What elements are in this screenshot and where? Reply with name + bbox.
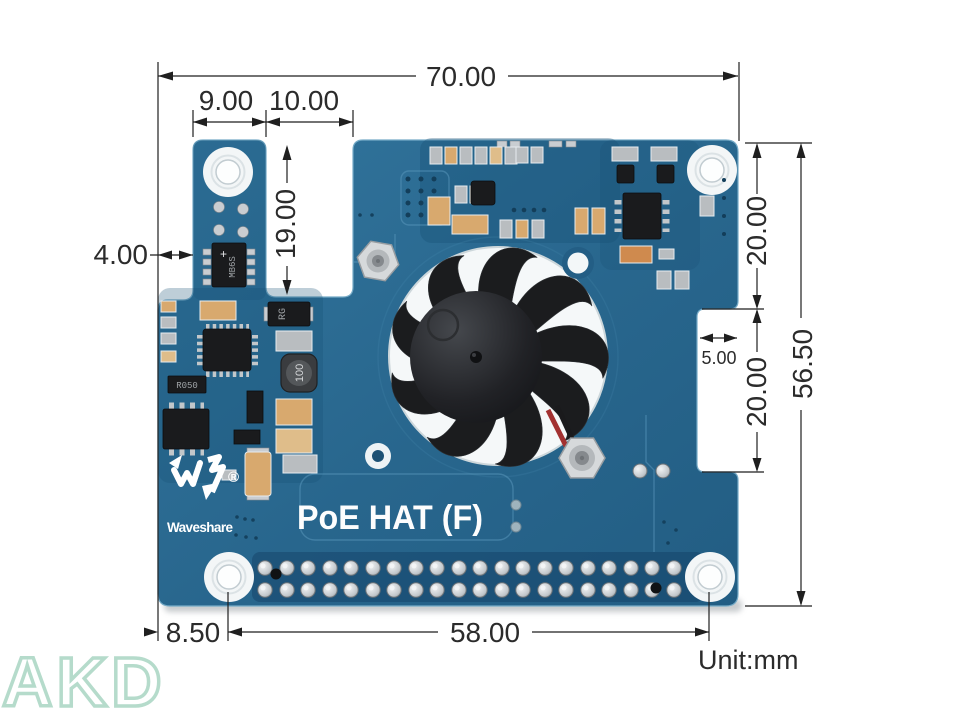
dim-upper-right-label: 20.00 <box>741 196 772 266</box>
dim-right-lower-height: 20.00 <box>741 309 772 472</box>
power-input-tab-components: + MB6S <box>202 201 256 288</box>
mounting-hole-top-right <box>686 144 738 196</box>
dim-right-notch-depth: 5.00 <box>700 333 737 368</box>
dim-left-tab-width: 9.00 <box>193 85 266 127</box>
component-cluster-top-middle <box>405 140 577 239</box>
dim-total-width-label: 70.00 <box>426 61 496 92</box>
dim-left-edge-offset: 4.00 <box>94 239 193 270</box>
waveshare-logo: ® Waveshare <box>167 454 239 535</box>
dim-lower-right-label: 20.00 <box>741 357 772 427</box>
mounting-hole-bottom-right <box>684 551 736 603</box>
test-point <box>510 521 522 533</box>
watermark: AKD <box>2 643 166 710</box>
bridge-plus-mark: + <box>220 247 227 261</box>
shunt-resistor: R050 <box>167 375 207 394</box>
dim-notch-width-label: 10.00 <box>269 85 339 116</box>
electrolytic-cap <box>244 447 272 501</box>
small-hole-upper <box>562 247 594 279</box>
fan-solder-joint <box>632 463 648 479</box>
waveshare-wordmark: Waveshare <box>167 520 233 535</box>
fan-wire-red <box>545 408 569 448</box>
soic-chip-right <box>614 192 670 240</box>
cooling-fan <box>380 234 623 480</box>
poe-pin-hole <box>270 568 282 580</box>
registered-mark: ® <box>228 469 239 486</box>
inductor-label: 100 <box>294 364 306 382</box>
product-name-silkscreen: PoE HAT (F) <box>297 499 483 537</box>
bridge-rectifier: + MB6S <box>202 242 256 288</box>
dim-notch-depth-label: 19.00 <box>270 189 301 259</box>
mounting-hole-top-left <box>202 146 254 198</box>
dim-right-notch-label: 5.00 <box>701 348 736 368</box>
mounting-hole-bottom-left <box>203 551 255 603</box>
waveshare-logo-mark <box>169 454 226 500</box>
dim-total-width: 70.00 <box>158 61 738 92</box>
power-regulator-cluster: RG 100 R050 <box>160 300 318 501</box>
dim-total-height-label: 56.50 <box>787 329 818 399</box>
dim-top-notch-width: 10.00 <box>266 85 353 127</box>
dim-hole-spacing-label: 58.00 <box>450 617 520 648</box>
dim-bottom-hole-spacing: 58.00 <box>228 617 709 648</box>
dim-total-height: 56.50 <box>787 143 818 606</box>
component-cluster-top-right <box>574 146 726 290</box>
dim-top-notch-depth: 19.00 <box>270 145 301 295</box>
dim-tab-width-label: 9.00 <box>199 85 254 116</box>
poe-pin-hole <box>650 582 662 594</box>
extension-lines <box>157 62 812 641</box>
qfn-chip <box>470 180 496 206</box>
dim-right-upper-height: 20.00 <box>741 143 772 309</box>
bridge-label: MB6S <box>228 256 238 278</box>
dim-tab-offset-label: 4.00 <box>94 239 149 270</box>
fan-wire-black <box>554 404 576 443</box>
dim-hole-offset-label: 8.50 <box>166 617 221 648</box>
standoff-top-left <box>356 240 400 282</box>
main-ic-qfp <box>197 324 258 377</box>
gpio-header <box>257 560 682 598</box>
diode-rg: RG <box>263 301 314 327</box>
shunt-label: R050 <box>176 381 198 391</box>
fan-solder-joint <box>655 463 671 479</box>
test-point <box>510 499 522 511</box>
dim-bottom-left-offset: 8.50 <box>144 617 220 648</box>
standoff-bottom-right <box>558 437 606 479</box>
unit-label: Unit:mm <box>698 645 799 675</box>
soic-chip-left <box>162 402 210 456</box>
via-dots <box>234 213 678 545</box>
small-hole-lower <box>365 443 391 469</box>
diode-label: RG <box>278 308 289 320</box>
inductor: 100 <box>280 353 318 393</box>
pcb-board: + MB6S RG <box>157 138 742 612</box>
